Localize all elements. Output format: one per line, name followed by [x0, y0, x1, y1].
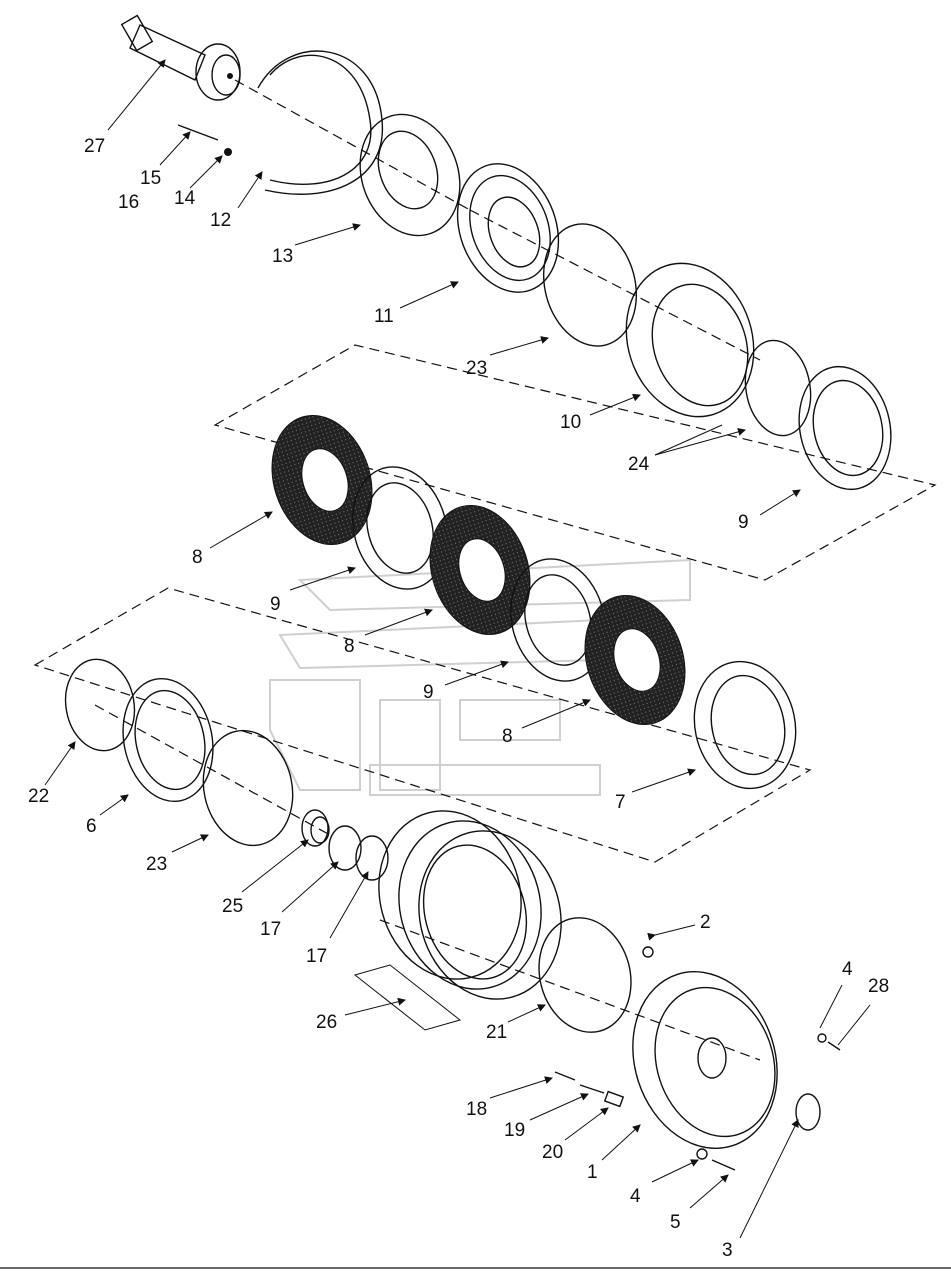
callout-4-upper: 4: [842, 959, 853, 980]
group-box-disks: [353, 964, 462, 1031]
seal: [795, 1093, 821, 1131]
callout-1: 1: [587, 1162, 598, 1183]
callout-24: 24: [628, 454, 650, 475]
bolt-5: [711, 1159, 736, 1171]
snap-ring-1: [328, 825, 362, 871]
leader-lines: [44, 59, 871, 1239]
callout-9-upper: 9: [270, 594, 281, 615]
callout-8-upper: 8: [192, 547, 203, 568]
callout-9-right: 9: [738, 512, 749, 533]
group-box-upper: [213, 344, 937, 581]
housing: [632, 971, 778, 1149]
callout-27: 27: [84, 136, 105, 157]
plate-ring: [359, 113, 461, 237]
callout-21: 21: [486, 1022, 507, 1043]
o-ring-21: [538, 917, 632, 1033]
callout-14: 14: [174, 188, 196, 209]
o-ring-upper: [542, 223, 638, 347]
callout-4-lower: 4: [630, 1186, 641, 1207]
bearing: [456, 163, 560, 293]
callout-3: 3: [722, 1240, 733, 1261]
friction-disc-3: [584, 595, 686, 725]
plug: [642, 946, 654, 958]
callout-28: 28: [868, 976, 889, 997]
callout-22: 22: [28, 786, 49, 807]
callout-8-lower: 8: [502, 726, 513, 747]
callout-8-middle: 8: [344, 636, 355, 657]
callout-15: 15: [140, 168, 161, 189]
screw-28: [827, 1041, 841, 1051]
group-box-lower: [33, 587, 812, 863]
callout-11: 11: [374, 306, 394, 327]
friction-disc-1: [271, 415, 373, 545]
callout-2: 2: [700, 912, 711, 933]
end-plate: [693, 660, 797, 790]
callout-7: 7: [615, 792, 626, 813]
centerline: [469, 209, 761, 361]
callout-25: 25: [222, 896, 243, 917]
callout-13: 13: [272, 246, 293, 267]
callout-20: 20: [542, 1142, 563, 1163]
callout-5: 5: [670, 1212, 681, 1233]
washer-4-upper: [817, 1033, 827, 1043]
callout-18: 18: [466, 1099, 487, 1120]
spring-20: [603, 1090, 625, 1108]
callout-16: 16: [118, 192, 139, 213]
retainer: [122, 677, 214, 803]
callout-26: 26: [316, 1012, 337, 1033]
callout-23-upper: 23: [466, 358, 487, 379]
callout-9-middle: 9: [423, 682, 434, 703]
piston: [625, 262, 755, 418]
callout-23-lower: 23: [146, 854, 167, 875]
callout-10: 10: [560, 412, 581, 433]
callout-12: 12: [210, 210, 231, 231]
washer-4-lower: [696, 1148, 708, 1160]
centerline: [234, 79, 471, 211]
o-ring-22: [64, 658, 136, 752]
friction-disc-2: [429, 505, 531, 635]
o-ring-lower: [202, 729, 294, 847]
balls-19: [579, 1084, 605, 1094]
callout-17-right: 17: [306, 946, 327, 967]
retaining-ring: [257, 50, 384, 195]
centerline: [379, 919, 761, 1061]
callout-17-left: 17: [260, 919, 281, 940]
callout-6: 6: [86, 816, 97, 837]
bearing-cup: [301, 809, 330, 847]
callout-19: 19: [504, 1120, 525, 1141]
washer: [224, 148, 232, 156]
snap-ring-2: [355, 835, 389, 881]
pin-18: [554, 1071, 576, 1081]
shim-pack: [378, 810, 562, 1000]
bolt: [177, 124, 219, 141]
separator-plate-right: [798, 365, 892, 491]
centerline: [94, 704, 331, 836]
callout-labels: 27 15 16 14 12 13 11 23 10 24 9 8 9 8 9 …: [28, 136, 889, 1261]
shaft-gear: [120, 14, 241, 101]
